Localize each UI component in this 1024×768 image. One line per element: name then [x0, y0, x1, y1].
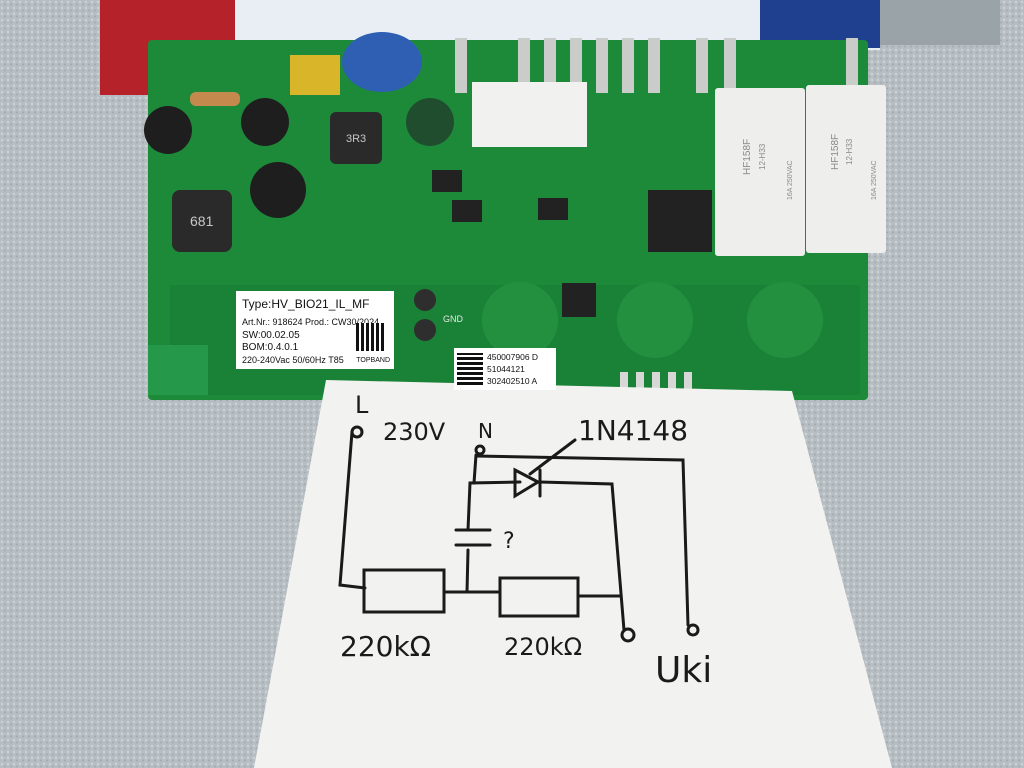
label-resistor1: 220kΩ: [340, 630, 431, 663]
qr-code: [356, 323, 384, 351]
serial-line-3: 302402510 A: [487, 376, 538, 386]
serial-line-2: 51044121: [487, 364, 525, 374]
relay-1-model: HF158F: [742, 139, 753, 175]
schematic-drawing: [338, 425, 700, 643]
board-type: Type:HV_BIO21_IL_MF: [242, 297, 370, 311]
relay-2-rating: 16A 250VAC: [871, 160, 878, 200]
label-resistor2: 220kΩ: [504, 633, 582, 661]
board-brand: TOPBAND: [356, 357, 390, 364]
label-output: Uki: [655, 650, 712, 691]
board-label: Type:HV_BIO21_IL_MF Art.Nr.: 918624 Prod…: [236, 291, 394, 369]
relay-1: HF158F 12-H33 16A 250VAC: [715, 88, 805, 256]
label-cap-unknown: ?: [503, 529, 515, 554]
board-art: Art.Nr.: 918624 Prod.: CW30/2024: [242, 317, 380, 327]
relay-1-rating: 16A 250VAC: [787, 160, 794, 200]
board-sw: SW:00.02.05: [242, 330, 300, 341]
label-neutral: N: [478, 419, 493, 443]
serial-label: 450007906 D 51044121 302402510 A: [454, 348, 556, 390]
relay-2-coil: 12-H33: [845, 138, 854, 165]
relay-1-coil: 12-H33: [758, 143, 767, 170]
serial-line-1: 450007906 D: [487, 352, 539, 362]
label-diode: 1N4148: [578, 414, 688, 447]
paper-note: [254, 380, 892, 768]
inductor2-marking: 3R3: [346, 133, 366, 145]
serial-qr-code: [457, 353, 483, 385]
gnd-marking: GND: [443, 314, 464, 324]
board-power: 220-240Vac 50/60Hz T85: [242, 355, 344, 365]
board-bom: BOM:0.4.0.1: [242, 342, 299, 353]
inductor-marking: 681: [190, 213, 214, 229]
relay-2: HF158F 12-H33 16A 250VAC: [806, 85, 886, 253]
label-voltage: 230V: [383, 418, 446, 446]
relay-2-model: HF158F: [830, 134, 841, 170]
label-L: L: [355, 391, 369, 419]
